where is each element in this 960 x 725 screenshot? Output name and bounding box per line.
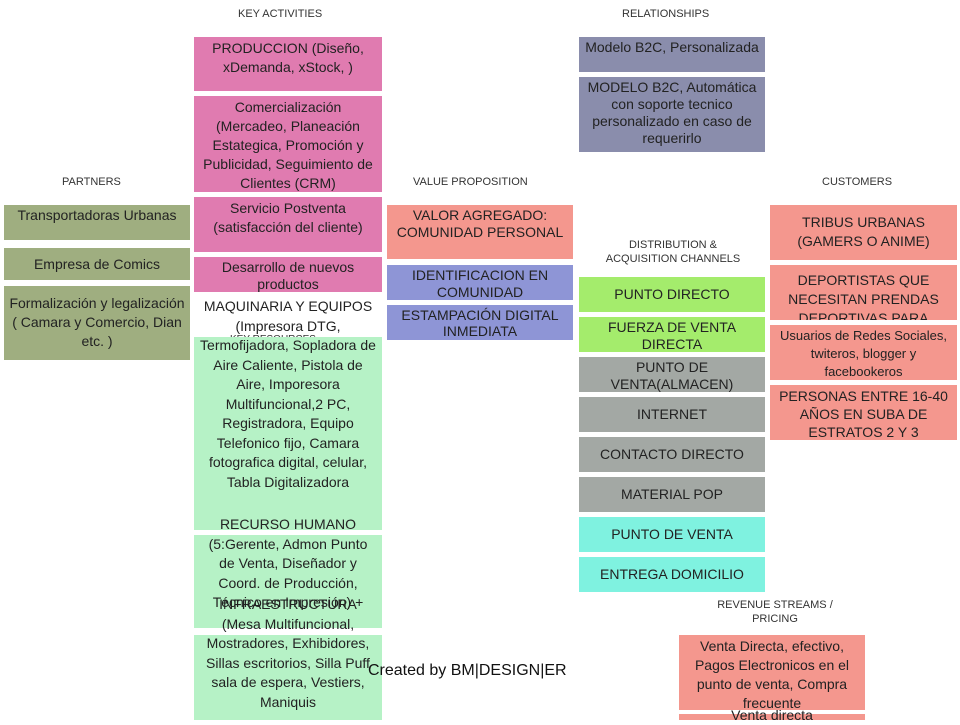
resource-infraestructura-label: INFRAESTRUCTURA (Mesa Multifuncional, Mo… bbox=[206, 596, 370, 710]
value-valor-agregado: VALOR AGREGADO: COMUNIDAD PERSONAL bbox=[387, 205, 573, 259]
customer-redes-sociales: Usuarios de Redes Sociales, twiteros, bl… bbox=[770, 325, 957, 380]
channel-punto-venta-label: PUNTO DE VENTA bbox=[611, 526, 733, 542]
header-customers: CUSTOMERS bbox=[822, 176, 893, 188]
header-relationships: RELATIONSHIPS bbox=[622, 8, 710, 20]
channel-fuerza-venta-label: FUERZA DE VENTA DIRECTA bbox=[607, 319, 737, 352]
customer-deportistas: Usuarios de Redes Sociales, twiteros, bl… bbox=[770, 265, 957, 320]
partner-empresa-comics: Empresa de Comics bbox=[4, 248, 190, 280]
header-channels: DISTRIBUTION & ACQUISITION CHANNELS bbox=[605, 239, 741, 265]
activity-postventa-label: Servicio Postventa (satisfacción del cli… bbox=[213, 200, 363, 235]
customer-tribus-urbanas: TRIBUS URBANAS (GAMERS O ANIME) bbox=[770, 205, 957, 260]
header-key-activities: KEY ACTIVITIES bbox=[238, 8, 323, 20]
resource-recurso-humano: RECURSO HUMANO (5:Gerente, Admon Punto d… bbox=[194, 516, 382, 628]
relationship-b2c-personalizada: Modelo B2C, Personalizada bbox=[579, 37, 765, 72]
value-identificacion: IDENTIFICACION EN COMUNIDAD bbox=[387, 265, 573, 300]
customer-redes-sociales-label: Usuarios de Redes Sociales, twiteros, bl… bbox=[780, 328, 947, 379]
channel-material-pop: MATERIAL POP bbox=[579, 477, 765, 512]
channel-punto-venta: PUNTO DE VENTA bbox=[579, 517, 765, 552]
relationship-b2c-automatica: MODELO B2C, Automática con soporte tecni… bbox=[579, 77, 765, 152]
channel-internet-label: INTERNET bbox=[637, 406, 707, 422]
partner-formalizacion-label: Formalización y legalización ( Camara y … bbox=[9, 295, 185, 349]
activity-comercializacion: Comercialización (Mercadeo, Planeación E… bbox=[194, 96, 382, 192]
activity-comercializacion-label: Comercialización (Mercadeo, Planeación E… bbox=[203, 99, 373, 191]
resource-infraestructura-bg bbox=[194, 635, 382, 720]
customer-deportistas-text: DEPORTISTAS QUE NECESITAN PRENDAS DEPORT… bbox=[788, 272, 939, 320]
channel-entrega-domicilio: ENTREGA DOMICILIO bbox=[579, 557, 765, 592]
channel-punto-directo: PUNTO DIRECTO bbox=[579, 277, 765, 312]
partner-formalizacion: Formalización y legalización ( Camara y … bbox=[4, 286, 190, 360]
channel-punto-almacen-label: PUNTO DE VENTA(ALMACEN) bbox=[610, 359, 734, 392]
channel-punto-almacen: PUNTO DE VENTA(ALMACEN) bbox=[579, 357, 765, 392]
channel-material-pop-label: MATERIAL POP bbox=[621, 486, 723, 502]
channel-entrega-domicilio-label: ENTREGA DOMICILIO bbox=[600, 566, 744, 582]
customer-personas-suba-label: PERSONAS ENTRE 16-40 AÑOS EN SUBA DE EST… bbox=[779, 388, 948, 440]
customer-personas-suba: PERSONAS ENTRE 16-40 AÑOS EN SUBA DE EST… bbox=[770, 385, 957, 440]
resource-infraestructura: INFRAESTRUCTURA (Mesa Multifuncional, Mo… bbox=[194, 596, 382, 720]
revenue-venta-directa-efectivo: Venta Directa, efectivo, Pagos Electroni… bbox=[679, 635, 865, 710]
activity-produccion: PRODUCCION (Diseño, xDemanda, xStock, ) bbox=[194, 37, 382, 91]
channel-contacto-directo: CONTACTO DIRECTO bbox=[579, 437, 765, 472]
partner-transportadoras: Transportadoras Urbanas bbox=[4, 205, 190, 240]
channel-punto-directo-label: PUNTO DIRECTO bbox=[614, 286, 730, 302]
activity-nuevos-productos-label: Desarrollo de nuevos productos bbox=[221, 259, 355, 292]
activity-postventa: Servicio Postventa (satisfacción del cli… bbox=[194, 197, 382, 252]
revenue-venta-directa: Venta directa bbox=[679, 707, 865, 723]
resource-maquinaria-label: MAQUINARIA Y EQUIPOS (Impresora DTG, Ter… bbox=[200, 298, 376, 490]
activity-nuevos-productos: Desarrollo de nuevos productos bbox=[194, 257, 382, 292]
relationship-b2c-personalizada-label: Modelo B2C, Personalizada bbox=[585, 39, 759, 55]
partner-transportadoras-label: Transportadoras Urbanas bbox=[17, 207, 177, 223]
activity-produccion-label: PRODUCCION (Diseño, xDemanda, xStock, ) bbox=[212, 40, 364, 75]
value-valor-agregado-label: VALOR AGREGADO: COMUNIDAD PERSONAL bbox=[396, 207, 564, 240]
revenue-venta-directa-label: Venta directa bbox=[731, 707, 813, 723]
resource-recurso-humano-bg bbox=[194, 535, 382, 628]
channel-internet: INTERNET bbox=[579, 397, 765, 432]
channel-fuerza-venta: FUERZA DE VENTA DIRECTA bbox=[579, 317, 765, 352]
customer-tribus-urbanas-label: TRIBUS URBANAS (GAMERS O ANIME) bbox=[797, 214, 930, 249]
value-estampacion: ESTAMPACIÓN DIGITAL INMEDIATA bbox=[387, 305, 573, 340]
resource-recurso-humano-label: RECURSO HUMANO (5:Gerente, Admon Punto d… bbox=[208, 516, 368, 610]
resource-maquinaria-bg bbox=[194, 337, 382, 530]
header-value-proposition: VALUE PROPOSITION bbox=[413, 176, 528, 188]
value-identificacion-label: IDENTIFICACION EN COMUNIDAD bbox=[411, 267, 549, 300]
channel-contacto-directo-label: CONTACTO DIRECTO bbox=[600, 446, 744, 462]
resource-maquinaria: MAQUINARIA Y EQUIPOS (Impresora DTG, Ter… bbox=[194, 298, 382, 530]
header-partners: PARTNERS bbox=[62, 176, 121, 188]
revenue-venta-directa-efectivo-label: Venta Directa, efectivo, Pagos Electroni… bbox=[694, 638, 850, 710]
value-estampacion-label: ESTAMPACIÓN DIGITAL INMEDIATA bbox=[401, 307, 559, 339]
header-revenue-streams: REVENUE STREAMS / PRICING bbox=[717, 599, 833, 625]
partner-empresa-comics-label: Empresa de Comics bbox=[33, 255, 161, 272]
relationship-b2c-automatica-label: MODELO B2C, Automática con soporte tecni… bbox=[587, 79, 757, 146]
footer-credit: Created by BM|DESIGN|ER bbox=[368, 662, 567, 679]
